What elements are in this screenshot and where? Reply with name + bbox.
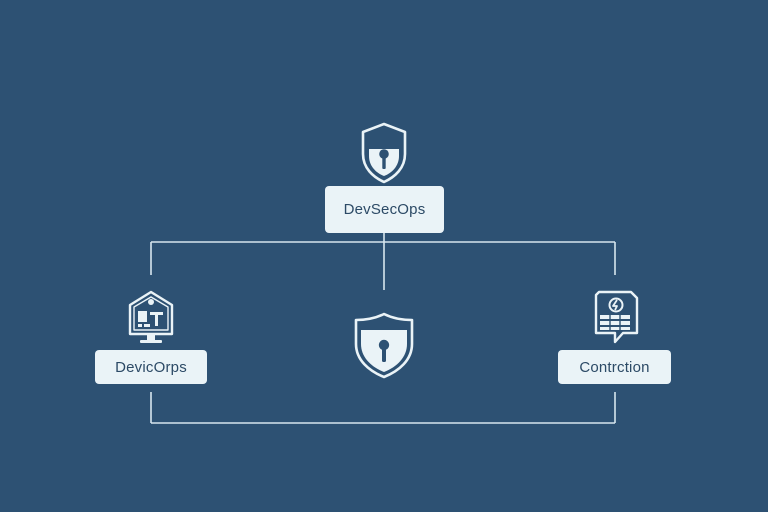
monitor-tools-icon: [128, 290, 174, 343]
node-devicorps-label: DevicOrps: [115, 358, 187, 376]
shield-keyhole-icon: [361, 122, 407, 184]
node-contrction: Contrction: [558, 350, 671, 384]
document-server-icon: [594, 290, 639, 344]
node-devicorps: DevicOrps: [95, 350, 207, 384]
node-devsecops: DevSecOps: [325, 186, 444, 233]
center-shield-keyhole-icon: [354, 312, 414, 379]
node-devsecops-label: DevSecOps: [343, 201, 426, 218]
node-contrction-label: Contrction: [579, 358, 650, 376]
